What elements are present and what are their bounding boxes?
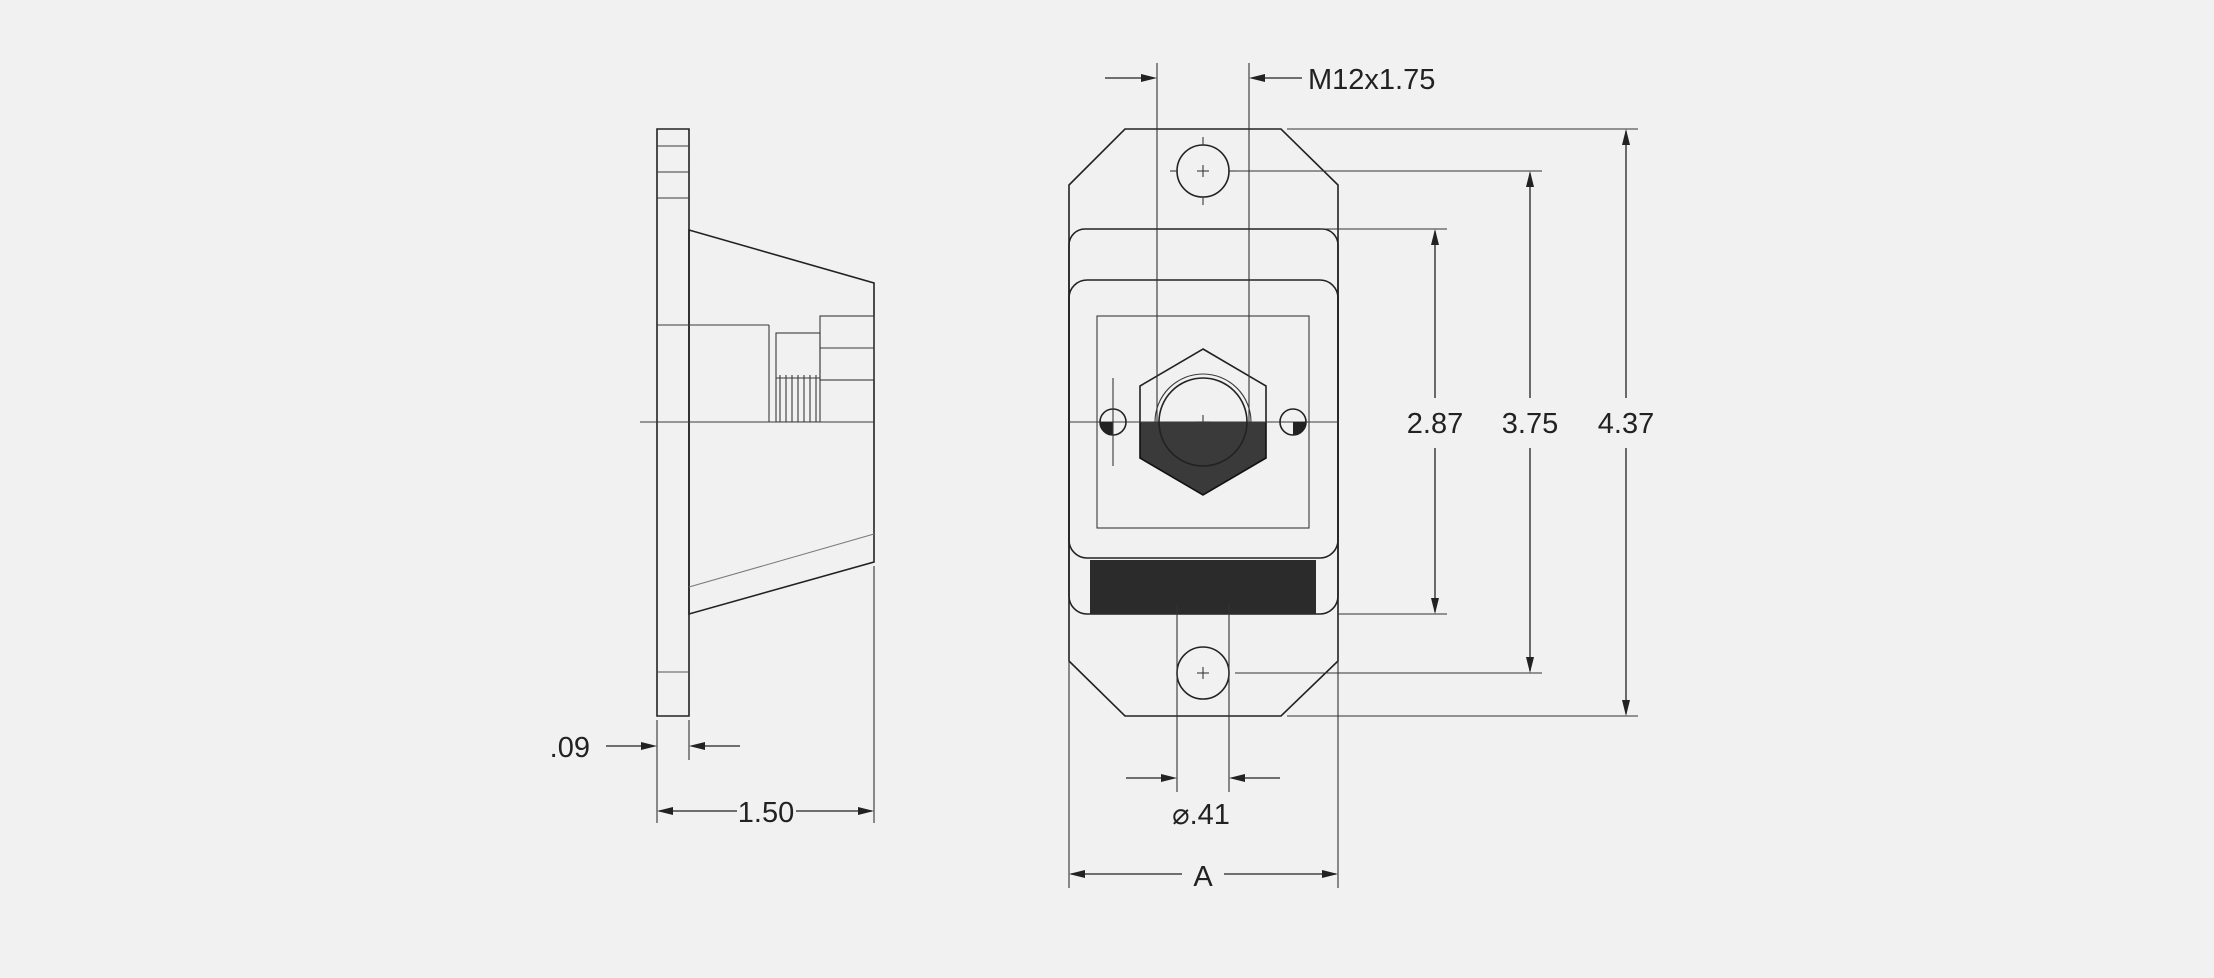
dim-375-label: 3.75: [1502, 408, 1558, 440]
dim-287-label: 2.87: [1407, 408, 1463, 440]
dim-437-label: 4.37: [1598, 408, 1654, 440]
dimension-labels: M12x1.75 2.87 3.75 4.37 .09 1.50 ⌀.41 A: [550, 64, 1655, 893]
center-bore: [1158, 377, 1248, 467]
side-body-upper: [688, 228, 875, 422]
side-view: [640, 128, 875, 717]
thread-label: M12x1.75: [1308, 64, 1435, 96]
front-plate-lower: [1068, 422, 1339, 717]
left-pin-hole: [1099, 378, 1127, 466]
hex-nut-upper: [1139, 348, 1267, 422]
hex-nut-lower: [1139, 422, 1267, 496]
front-view: [1068, 128, 1339, 717]
bottom-mount-hole: [1176, 646, 1230, 700]
dim-a-label: A: [1193, 861, 1213, 893]
side-body-lower: [688, 422, 875, 616]
thread-hatching: [776, 375, 820, 422]
dim-150-label: 1.50: [738, 797, 794, 829]
side-flange-lower: [656, 422, 690, 717]
top-mount-hole: [1170, 137, 1236, 205]
right-pin-hole: [1279, 408, 1307, 436]
dimension-lines: [606, 63, 1638, 888]
side-flange-upper: [656, 128, 690, 422]
dim-009-label: .09: [550, 732, 590, 764]
hole-diameter-label: ⌀.41: [1172, 799, 1230, 831]
